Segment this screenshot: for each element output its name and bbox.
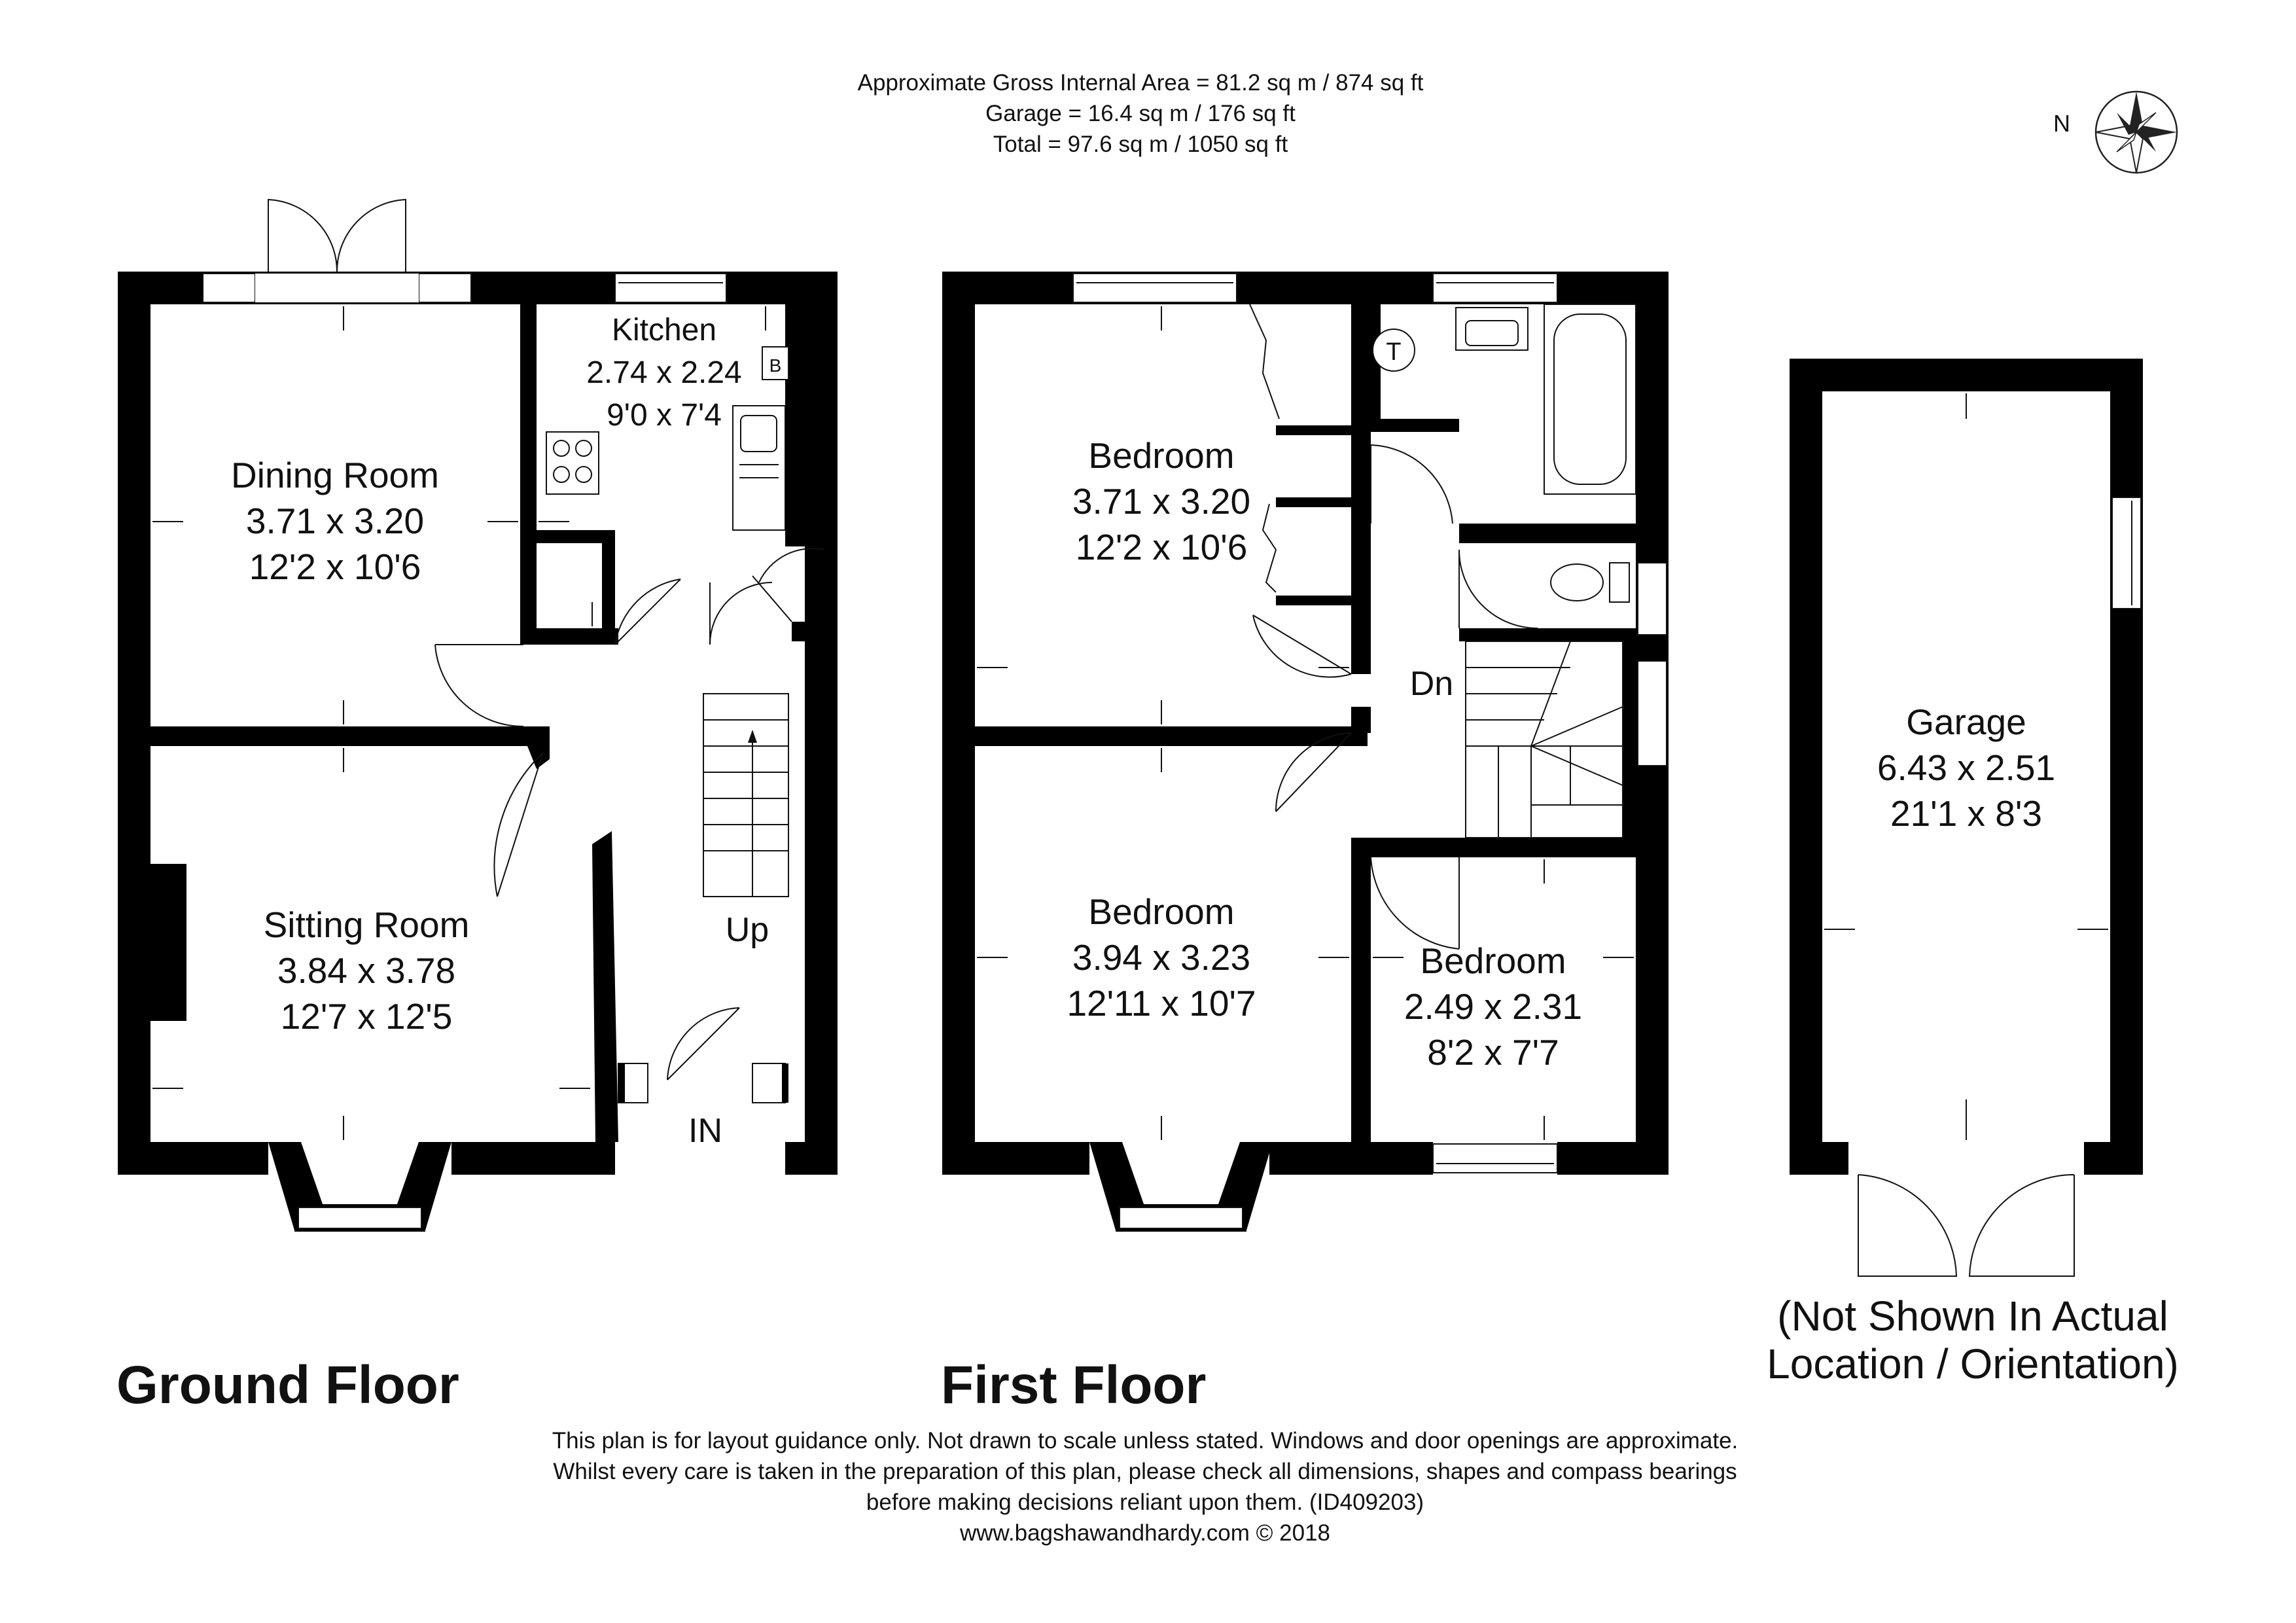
kitchen-name: Kitchen [612, 313, 716, 348]
first-dimension-arrows [977, 306, 1634, 1140]
disclaimer: This plan is for layout guidance only. N… [393, 1425, 1898, 1548]
hob-icon [546, 431, 599, 495]
dining-room-metric: 3.71 x 3.20 [246, 501, 424, 541]
garage-note-line2: Location / Orientation) [1767, 1340, 2179, 1387]
first-floor-title: First Floor [941, 1355, 1207, 1415]
boiler-label: B [769, 355, 782, 376]
boiler-icon: B [762, 346, 789, 380]
bedroom-2-metric: 3.94 x 3.23 [1072, 937, 1250, 978]
garage-location-note: (Not Shown In Actual Location / Orientat… [1721, 1293, 2225, 1388]
stairs-up-label: Up [726, 911, 769, 949]
garage-imperial: 21'1 x 8'3 [1890, 793, 2042, 834]
garage-name: Garage [1906, 702, 2026, 742]
area-summary: Approximate Gross Internal Area = 81.2 s… [807, 67, 1474, 160]
garage-area: Garage = 16.4 sq m / 176 sq ft [985, 101, 1296, 126]
sitting-room-metric: 3.84 x 3.78 [277, 950, 455, 991]
bedroom-3-imperial: 8'2 x 7'7 [1427, 1032, 1559, 1073]
bath-icon [1544, 304, 1636, 495]
dining-room-name: Dining Room [231, 455, 439, 495]
ground-floor-plan: B Dining Room 3.71 x 3.20 12'2 x 10'6 Ki… [118, 198, 838, 1232]
garage-dimension-arrows [1824, 393, 2108, 1140]
water-tank-icon: T [1372, 329, 1415, 372]
compass-rose-icon [2094, 90, 2178, 174]
basin-icon [1455, 307, 1528, 351]
website-credit[interactable]: www.bagshawandhardy.com © 2018 [959, 1520, 1330, 1546]
toilet-icon [1550, 562, 1630, 603]
bedroom-2-name: Bedroom [1088, 891, 1234, 932]
disclaimer-line3: before making decisions reliant upon the… [866, 1489, 1424, 1515]
dining-room-imperial: 12'2 x 10'6 [249, 546, 421, 587]
bedroom-1-imperial: 12'2 x 10'6 [1076, 527, 1248, 567]
disclaimer-line1: This plan is for layout guidance only. N… [552, 1428, 1739, 1454]
kitchen-imperial: 9'0 x 7'4 [607, 398, 722, 433]
ground-dimension-arrows [152, 306, 766, 1140]
bedroom-3-name: Bedroom [1420, 940, 1566, 981]
garage-metric: 6.43 x 2.51 [1877, 747, 2055, 788]
stairs-up [703, 693, 789, 897]
stairs-down-label: Dn [1410, 665, 1453, 703]
gross-internal-area: Approximate Gross Internal Area = 81.2 s… [857, 70, 1424, 96]
north-label: N [2053, 110, 2070, 137]
bedroom-1-name: Bedroom [1088, 435, 1234, 476]
total-area: Total = 97.6 sq m / 1050 sq ft [993, 132, 1288, 157]
entrance-label: IN [688, 1112, 722, 1150]
kitchen-metric: 2.74 x 2.24 [586, 355, 742, 390]
garage-plan: Garage 6.43 x 2.51 21'1 x 8'3 [1790, 359, 2143, 1277]
first-floor-plan: T [942, 272, 1669, 1232]
stairs-down [1465, 641, 1623, 838]
ground-floor-title: Ground Floor [116, 1355, 459, 1415]
bedroom-3-metric: 2.49 x 2.31 [1404, 986, 1582, 1027]
kitchen-sink-icon [732, 405, 786, 531]
garage-note-line1: (Not Shown In Actual [1777, 1293, 2168, 1340]
bedroom-1-metric: 3.71 x 3.20 [1072, 481, 1250, 522]
disclaimer-line2: Whilst every care is taken in the prepar… [553, 1459, 1737, 1484]
sitting-room-imperial: 12'7 x 12'5 [281, 996, 453, 1037]
bedroom-2-imperial: 12'11 x 10'7 [1067, 983, 1256, 1024]
tank-label: T [1386, 338, 1401, 366]
sitting-room-name: Sitting Room [264, 904, 470, 945]
